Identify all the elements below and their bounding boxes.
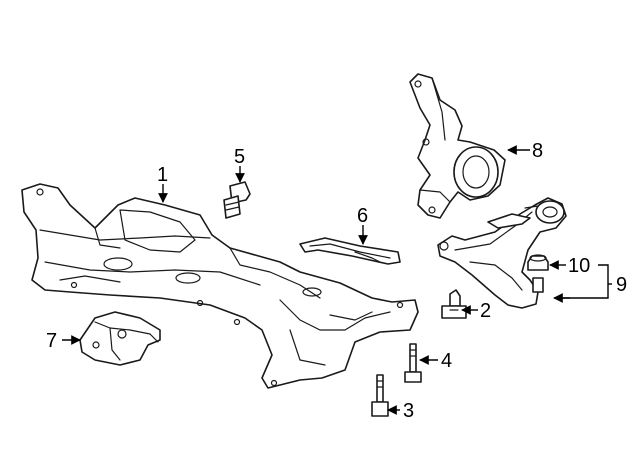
callout-9: 9 — [616, 274, 627, 296]
knuckle-8[interactable] — [409, 73, 506, 219]
callout-1: 1 — [157, 164, 168, 186]
control-arm-9[interactable] — [437, 197, 567, 309]
leader-lines — [62, 145, 612, 415]
bushing-10[interactable] — [527, 254, 549, 293]
subframe[interactable] — [21, 183, 419, 389]
callout-7: 7 — [46, 330, 57, 352]
callout-8: 8 — [532, 140, 543, 162]
bracket-9 — [556, 264, 609, 299]
callout-10: 10 — [568, 255, 590, 277]
bolt-3[interactable] — [371, 374, 389, 417]
mount-7[interactable] — [79, 311, 161, 366]
bolt-5[interactable] — [223, 181, 251, 219]
callout-labels: 1 2 3 4 5 6 7 8 9 10 — [46, 140, 627, 422]
bracket-6[interactable] — [299, 237, 401, 265]
callout-6: 6 — [357, 205, 368, 227]
bolt-4[interactable] — [404, 343, 422, 383]
callout-5: 5 — [234, 146, 245, 168]
bolt-2[interactable] — [441, 289, 467, 319]
callout-4: 4 — [441, 350, 452, 372]
callout-2: 2 — [480, 300, 491, 322]
callout-3: 3 — [403, 400, 414, 422]
